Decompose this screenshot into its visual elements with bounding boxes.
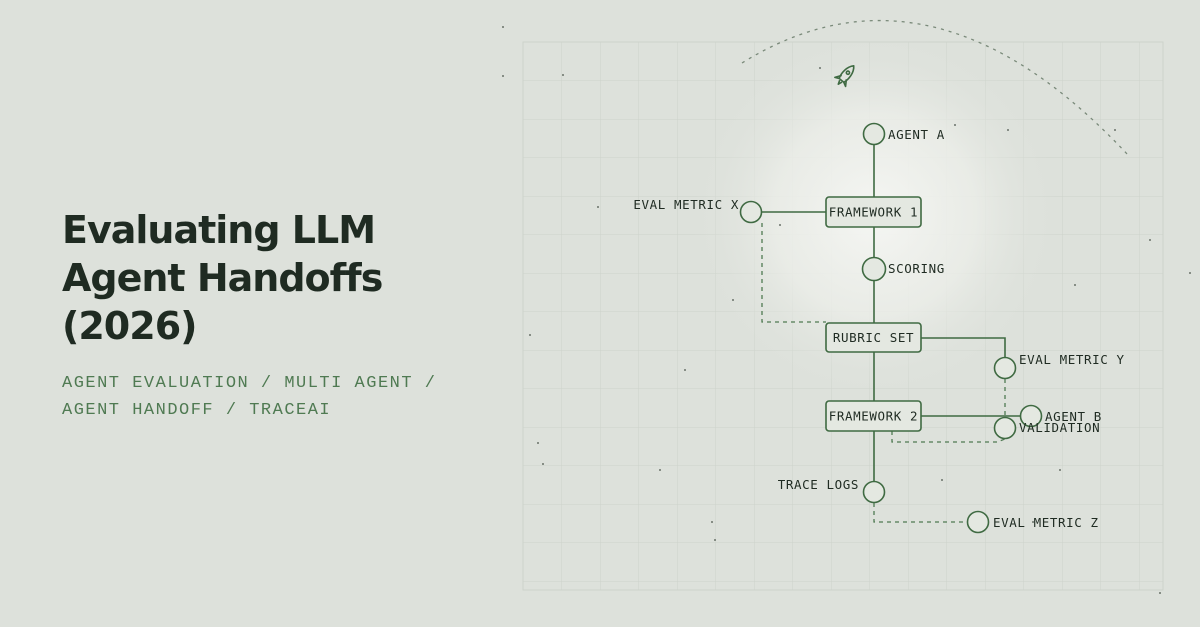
orbit-arc (741, 19, 1129, 156)
box-rubric-set (825, 322, 922, 353)
tag-line-1: AGENT EVALUATION / MULTI AGENT / (62, 374, 437, 393)
node-scoring (861, 256, 887, 282)
node-trace-logs (862, 480, 886, 504)
scatter-dots (502, 26, 1191, 594)
label-eval-metric-x: EVAL METRIC X (633, 197, 739, 212)
label-agent-a: AGENT A (888, 127, 945, 142)
box-framework-2 (825, 400, 922, 432)
label-validation: VALIDATION (1019, 420, 1100, 435)
label-scoring: SCORING (888, 261, 945, 276)
tag-list: AGENT EVALUATION / MULTI AGENT / AGENT H… (62, 370, 502, 424)
label-rubric-set: RUBRIC SET (833, 330, 914, 345)
solid-connectors (762, 145, 1020, 481)
title-line-2: Agent Handoffs (62, 256, 383, 300)
title-line-1: Evaluating LLM (62, 208, 376, 252)
node-agent-b (1019, 404, 1043, 428)
box-framework-1 (825, 196, 922, 228)
dashed-connectors (761, 223, 1006, 523)
page-title: Evaluating LLM Agent Handoffs (2026) (62, 206, 502, 350)
label-framework-1: FRAMEWORK 1 (829, 205, 918, 220)
node-validation (993, 416, 1017, 440)
label-eval-metric-y: EVAL METRIC Y (1019, 352, 1125, 367)
node-eval-metric-x (739, 200, 763, 224)
node-eval-metric-y (993, 356, 1017, 380)
label-framework-2: FRAMEWORK 2 (829, 409, 918, 424)
label-agent-b: AGENT B (1045, 409, 1102, 424)
tag-line-2: AGENT HANDOFF / TRACEAI (62, 401, 332, 420)
label-eval-metric-z: EVAL METRIC Z (993, 515, 1099, 530)
rocket-icon (834, 65, 855, 88)
label-trace-logs: TRACE LOGS (778, 477, 859, 492)
title-line-3: (2026) (62, 304, 198, 348)
node-eval-metric-z (966, 510, 990, 534)
node-agent-a (862, 122, 886, 146)
